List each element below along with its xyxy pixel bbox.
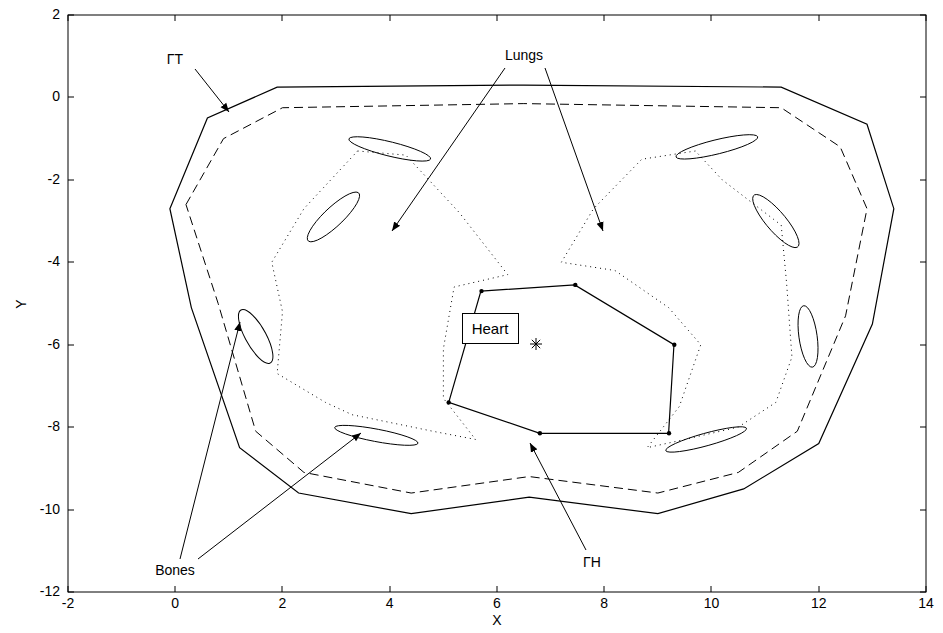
bone (232, 307, 280, 367)
center-star (530, 338, 542, 350)
tick-label: -12 (40, 584, 60, 599)
tick-label: -4 (48, 255, 60, 270)
tick-label: -2 (62, 596, 74, 611)
tick-label: 10 (704, 596, 720, 611)
organ-name: Heart (472, 320, 509, 337)
bone (300, 187, 366, 246)
bone (663, 422, 749, 456)
tick-label: -8 (48, 419, 60, 434)
tick-label: 2 (279, 596, 287, 611)
boundary-label: ΓH (583, 555, 601, 570)
leader-arrows (180, 68, 603, 559)
tick-label: 14 (918, 596, 934, 611)
tick-label: 2 (52, 7, 60, 22)
tick-label: 0 (171, 596, 179, 611)
tick-label: 12 (811, 596, 827, 611)
heart-boundary (449, 285, 674, 433)
inner-boundary (186, 104, 867, 493)
right-lung (561, 151, 792, 448)
tick-label: -2 (48, 172, 60, 187)
bone (795, 305, 822, 368)
organ-label: Lungs (505, 48, 543, 63)
axes-frame (68, 15, 926, 592)
tick-label: 8 (600, 596, 608, 611)
tick-label: -6 (48, 337, 60, 352)
axis-ticks (68, 15, 926, 592)
tick-label: 6 (493, 596, 501, 611)
tick-label: 0 (52, 90, 60, 105)
tick-label: -10 (40, 502, 60, 517)
bone (673, 130, 760, 164)
heart-vertices (447, 283, 677, 436)
bone (745, 190, 806, 251)
bones (232, 130, 822, 457)
organ-name-box: Heart (462, 313, 519, 344)
bone (346, 132, 433, 166)
organ-label: Bones (155, 563, 195, 578)
axis-title: Y (14, 299, 29, 308)
torso-boundary (170, 85, 894, 514)
tick-label: 4 (386, 596, 394, 611)
axis-title: X (492, 613, 501, 628)
left-lung (272, 151, 508, 439)
boundary-label: ΓT (167, 52, 183, 67)
